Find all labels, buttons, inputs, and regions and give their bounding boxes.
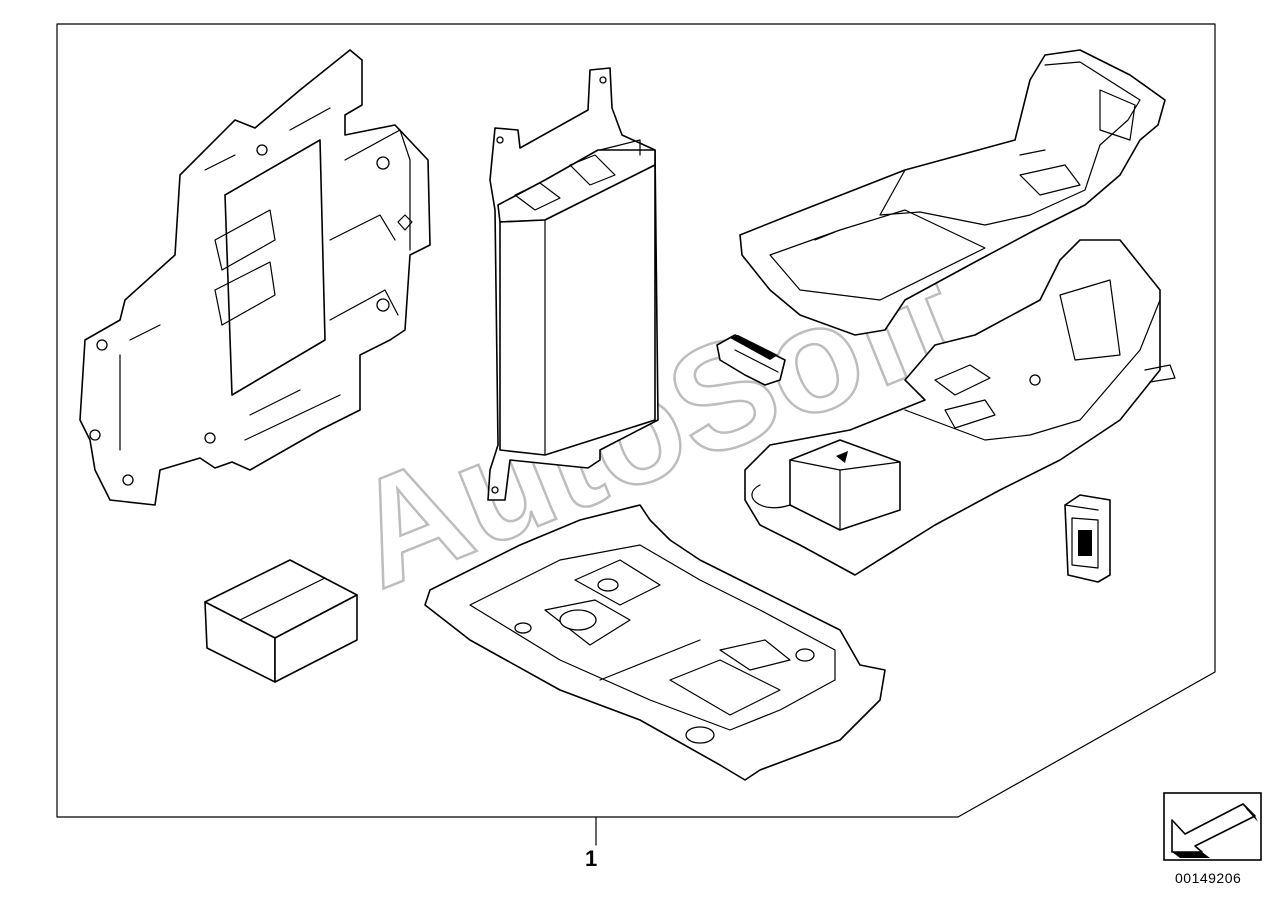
control-unit (487, 67, 659, 501)
cradle-tray (739, 49, 1166, 336)
connector-plug (1064, 494, 1111, 583)
assembly-frame (56, 23, 1216, 846)
holder-base (744, 239, 1176, 576)
small-cover (716, 334, 786, 386)
mounting-bracket (79, 49, 431, 506)
direction-arrow-icon (1163, 792, 1262, 861)
callout-number: 1 (585, 846, 598, 871)
drawing-number: 00149206 (1175, 870, 1242, 886)
foam-pad (204, 559, 358, 683)
base-plate (424, 504, 886, 781)
